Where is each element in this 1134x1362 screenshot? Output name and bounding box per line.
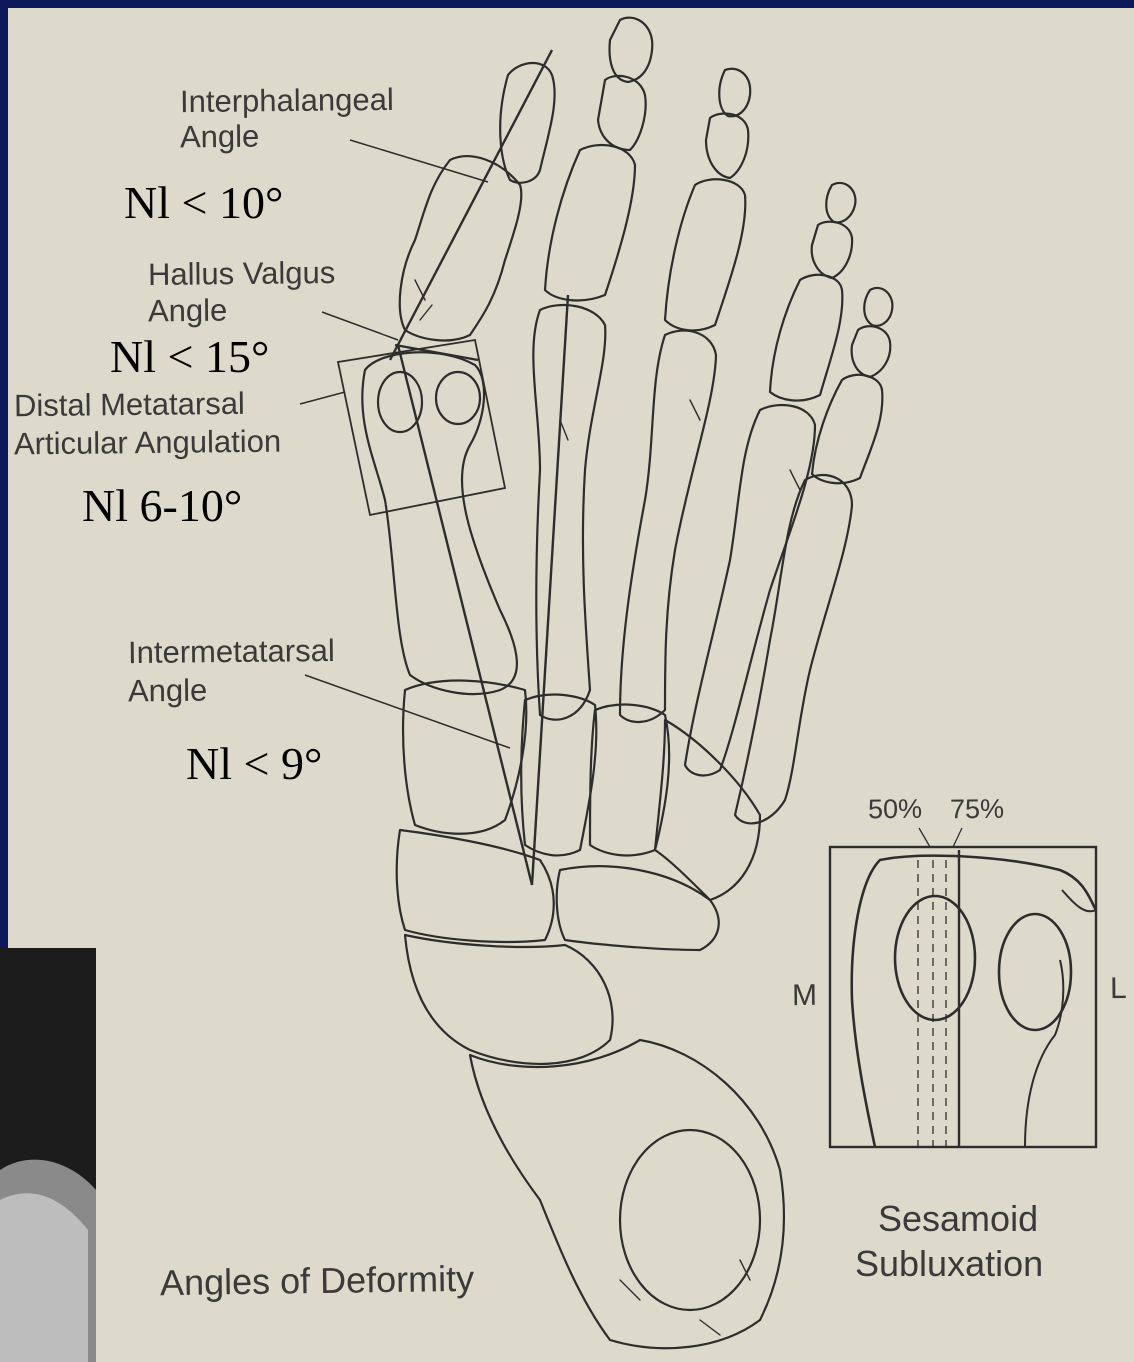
inset-lateral-label: L xyxy=(1110,970,1127,1008)
interphalangeal-normal-value: Nl < 10° xyxy=(124,178,283,228)
inset-50-percent-label: 50% xyxy=(868,790,922,829)
xray-fragment xyxy=(0,948,96,1362)
hallux-valgus-normal-value: Nl < 15° xyxy=(110,332,269,382)
dmaa-label-line2: Articular Angulation xyxy=(14,423,281,464)
interphalangeal-label-line2: Angle xyxy=(180,118,260,157)
hallux-valgus-label-line1: Hallus Valgus xyxy=(148,254,336,294)
interphalangeal-label-line1: Interphalangeal xyxy=(180,81,394,121)
intermetatarsal-label-line2: Angle xyxy=(128,672,208,711)
sesamoid-caption-line1: Sesamoid xyxy=(878,1196,1038,1242)
intermetatarsal-label-line1: Intermetatarsal xyxy=(128,632,335,672)
inset-75-percent-label: 75% xyxy=(950,790,1004,829)
figure-caption: Angles of Deformity xyxy=(160,1256,475,1306)
hallux-valgus-label-line2: Angle xyxy=(148,292,228,331)
dmaa-label-line1: Distal Metatarsal xyxy=(14,385,245,425)
sesamoid-caption-line2: Subluxation xyxy=(855,1241,1043,1287)
dmaa-normal-value: Nl 6-10° xyxy=(82,481,242,531)
intermetatarsal-normal-value: Nl < 9° xyxy=(186,739,322,789)
inset-medial-label: M xyxy=(792,977,817,1015)
